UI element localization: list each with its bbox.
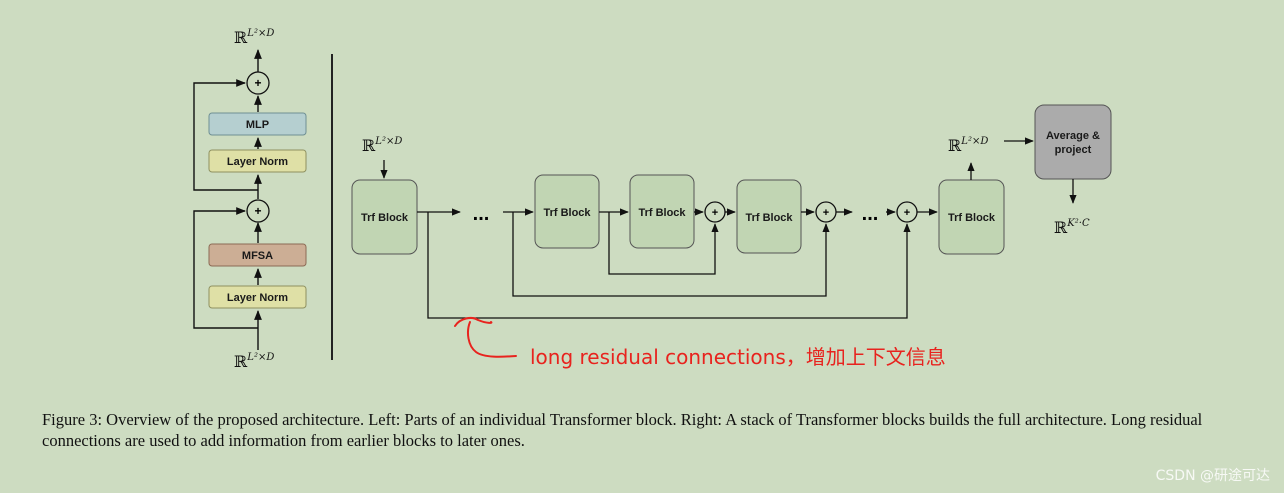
layer-norm-bottom-box bbox=[208, 285, 307, 309]
trf-block-5-label: Trf Block bbox=[948, 212, 996, 224]
left-input-label: ℝL²×D bbox=[234, 352, 274, 371]
mfsa-box bbox=[208, 243, 307, 267]
trf-block-4-label: Trf Block bbox=[745, 212, 793, 224]
architecture-diagram: ℝL²×D ℝL²×D Layer Norm MFSA Layer Norm M… bbox=[193, 28, 1112, 371]
right-output-label: ℝL²×D bbox=[948, 136, 988, 155]
average-project-label-1: Average & bbox=[1046, 130, 1100, 142]
plus-symbol: + bbox=[254, 204, 261, 218]
layer-norm-top-label: Layer Norm bbox=[227, 156, 288, 168]
ellipsis-1: ... bbox=[473, 203, 490, 225]
trf-block-1 bbox=[351, 179, 418, 255]
plus-symbol: + bbox=[254, 76, 261, 90]
residual-medium bbox=[512, 212, 830, 297]
ellipsis-2: ... bbox=[862, 203, 879, 225]
plus-symbol: + bbox=[823, 207, 829, 219]
left-output-label: ℝL²×D bbox=[234, 28, 274, 47]
figure-caption: Figure 3: Overview of the proposed archi… bbox=[42, 410, 1203, 450]
final-output-label: ℝK²·C bbox=[1054, 218, 1090, 237]
plus-node-left-upper bbox=[246, 71, 270, 95]
left-transformer-block: ℝL²×D ℝL²×D Layer Norm MFSA Layer Norm M… bbox=[193, 28, 307, 371]
annotation-text: long residual connections，增加上下文信息 bbox=[530, 345, 946, 369]
layer-norm-top-box bbox=[208, 149, 307, 173]
average-project-label-2: project bbox=[1055, 144, 1092, 156]
right-input-label: ℝL²×D bbox=[362, 136, 402, 155]
average-project-box bbox=[1034, 104, 1112, 180]
plus-symbol: + bbox=[904, 207, 910, 219]
trf-block-3-label: Trf Block bbox=[638, 207, 686, 219]
trf-block-1-label: Trf Block bbox=[361, 212, 409, 224]
residual-short bbox=[608, 212, 719, 275]
right-architecture: ℝL²×D Trf Block ... Trf Block Trf Block … bbox=[351, 104, 1112, 319]
trf-block-2-label: Trf Block bbox=[543, 207, 591, 219]
residual-long bbox=[427, 212, 911, 319]
layer-norm-bottom-label: Layer Norm bbox=[227, 292, 288, 304]
trf-block-4 bbox=[736, 179, 802, 254]
mlp-box bbox=[208, 112, 307, 136]
mfsa-label: MFSA bbox=[242, 250, 273, 262]
plus-node-left-lower bbox=[246, 199, 270, 223]
watermark: CSDN @研途可达 bbox=[1155, 468, 1270, 484]
annotation-curve bbox=[454, 317, 517, 358]
plus-symbol: + bbox=[712, 207, 718, 219]
mlp-label: MLP bbox=[246, 119, 269, 131]
